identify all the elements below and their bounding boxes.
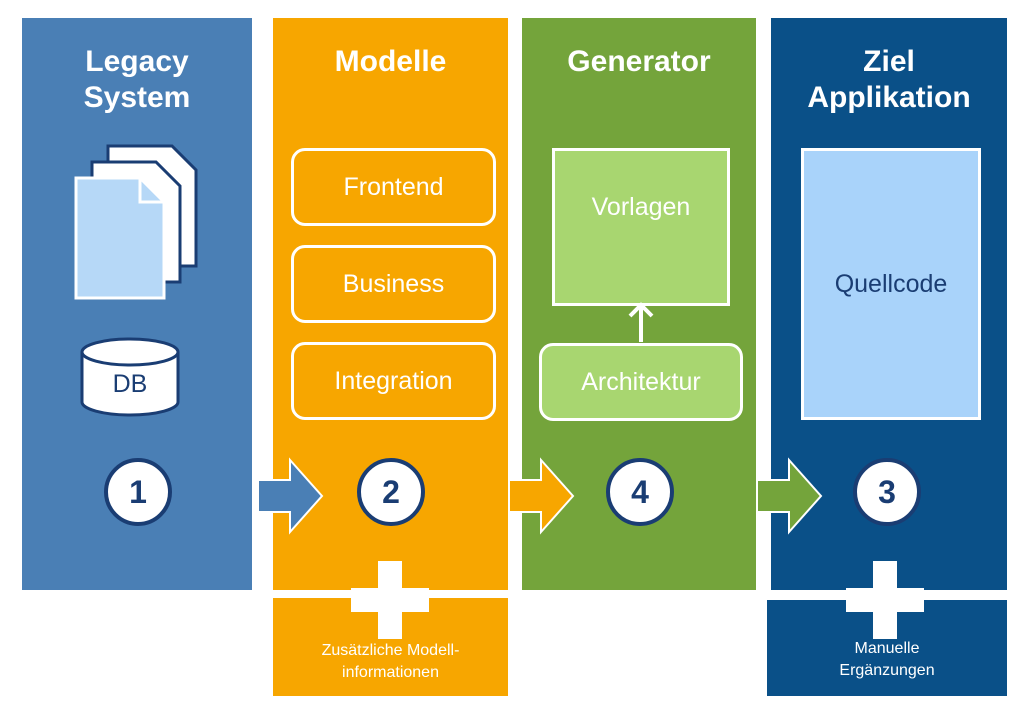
- right-arrow-icon: [509, 456, 575, 536]
- ziel-applikation-title: Ziel Applikation: [771, 44, 1007, 116]
- right-arrow-icon: [757, 456, 823, 536]
- quellcode-box: Quellcode: [801, 148, 981, 420]
- ziel-title-line1: Ziel: [863, 45, 915, 78]
- model-business-box: Business: [291, 245, 496, 323]
- legacy-title-line1: Legacy: [85, 45, 189, 78]
- right-arrow-icon: [258, 456, 324, 536]
- architektur-box: Architektur: [539, 343, 743, 421]
- database-cylinder-icon: [78, 336, 182, 420]
- database-label: DB: [112, 370, 148, 398]
- model-frontend-box: Frontend: [291, 148, 496, 226]
- legacy-system-column: Legacy System DB 1: [22, 18, 252, 590]
- up-arrow-icon: [626, 300, 656, 344]
- model-integration-box: Integration: [291, 342, 496, 420]
- generator-column: Generator Vorlagen Architektur 4: [522, 18, 756, 590]
- modelle-title: Modelle: [334, 45, 447, 78]
- legacy-title-line2: System: [83, 81, 191, 114]
- plus-icon: [846, 561, 924, 639]
- step-1-badge: 1: [104, 458, 172, 526]
- ziel-note-line1: Manuelle: [854, 640, 920, 657]
- ziel-note-line2: Ergänzungen: [839, 662, 935, 679]
- step-3-badge: 3: [853, 458, 921, 526]
- modelle-note-line2: informationen: [342, 664, 439, 681]
- modelle-note-line1: Zusätzliche Modell-: [321, 642, 460, 659]
- plus-icon: [351, 561, 429, 639]
- legacy-system-title: Legacy System: [22, 44, 252, 116]
- ziel-title-line2: Applikation: [807, 81, 971, 114]
- stacked-documents-icon: [72, 142, 202, 307]
- generator-title: Generator: [567, 45, 711, 78]
- vorlagen-box: Vorlagen: [552, 148, 730, 306]
- step-2-badge: 2: [357, 458, 425, 526]
- step-4-badge: 4: [606, 458, 674, 526]
